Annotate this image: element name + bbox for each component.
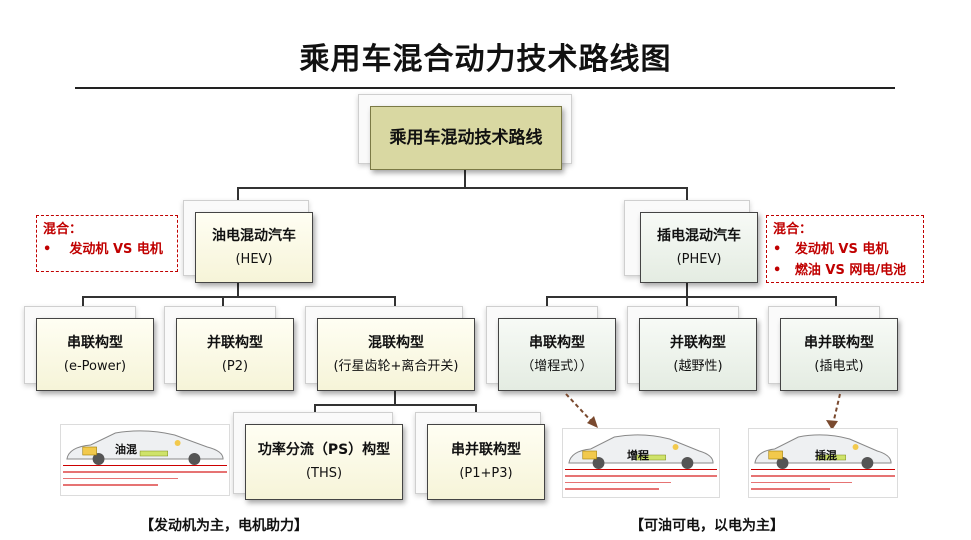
- ps-sub: (THS): [305, 466, 343, 481]
- phev-series-sub: （增程式））: [521, 358, 593, 374]
- connector-mixed-down: [394, 391, 396, 405]
- ps-name: 功率分流（PS）构型: [257, 442, 391, 458]
- card-plugin-hybrid-label: 插混: [815, 449, 837, 462]
- connector-root-down: [464, 170, 466, 188]
- phev-name: 插电混动汽车: [657, 227, 741, 244]
- page-title: 乘用车混合动力技术路线图: [299, 42, 672, 77]
- connector-phev-down: [686, 283, 688, 297]
- car-icon: [66, 430, 224, 465]
- phev-series-arrowhead: [587, 416, 598, 428]
- hev-name: 油电混动汽车: [212, 227, 296, 244]
- ps-node: 功率分流（PS）构型 (THS): [245, 424, 403, 500]
- card-plugin-hybrid-notes: [751, 469, 895, 500]
- phev-code: (PHEV): [676, 251, 722, 267]
- connector-hev-bar: [82, 296, 395, 298]
- card-range-extender-label: 增程: [627, 449, 649, 462]
- hev-mixed-sub: (行星齿轮+离合开关): [333, 358, 459, 374]
- bottom-right-caption: 【可油可电，以电为主】: [630, 518, 784, 534]
- p1p3-node: 串并联构型 (P1+P3): [427, 424, 545, 500]
- card-oil-hybrid: 油混: [60, 424, 230, 496]
- phev-sp-sub: (插电式): [814, 358, 864, 374]
- card-range-extender-notes: [565, 469, 717, 500]
- phev-sp-arrow: [832, 393, 841, 425]
- hev-code: (HEV): [235, 251, 273, 267]
- hev-mixed-node: 混联构型 (行星齿轮+离合开关): [317, 318, 475, 391]
- car-icon: [568, 434, 714, 469]
- p1p3-name: 串并联构型: [451, 442, 521, 458]
- left-mix-box: 混合： • 发动机 VS 电机: [36, 215, 178, 272]
- right-mix-item: • 燃油 VS 网电/电池: [773, 263, 907, 278]
- right-mix-heading: 混合：: [773, 222, 813, 237]
- connector-phev-bar: [546, 296, 836, 298]
- connector-hev-down: [237, 283, 239, 297]
- phev-parallel-node: 并联构型 (越野性): [639, 318, 757, 391]
- phev-series-name: 串联构型: [529, 334, 585, 351]
- hev-series-node: 串联构型 (e-Power): [36, 318, 154, 391]
- phev-node: 插电混动汽车 (PHEV): [640, 212, 758, 283]
- car-icon: [754, 434, 892, 469]
- left-mix-item: • 发动机 VS 电机: [43, 242, 163, 257]
- bottom-left-caption: 【发动机为主，电机助力】: [140, 518, 308, 534]
- hev-node: 油电混动汽车 (HEV): [195, 212, 313, 283]
- card-oil-hybrid-label: 油混: [115, 443, 137, 456]
- hev-parallel-node: 并联构型 (P2): [176, 318, 294, 391]
- phev-parallel-sub: (越野性): [673, 358, 723, 374]
- card-range-extender: 增程: [562, 428, 720, 498]
- phev-series-node: 串联构型 （增程式））: [498, 318, 616, 391]
- phev-series-arrow: [565, 393, 595, 425]
- hev-parallel-name: 并联构型: [207, 334, 263, 351]
- connector-mixed-bar: [314, 404, 476, 406]
- hev-parallel-sub: (P2): [221, 358, 249, 374]
- right-mix-item: • 发动机 VS 电机: [773, 242, 889, 257]
- hev-series-name: 串联构型: [67, 334, 123, 351]
- title-divider: [75, 87, 895, 89]
- card-oil-hybrid-notes: [63, 465, 227, 496]
- left-mix-heading: 混合：: [43, 222, 83, 237]
- right-mix-box: 混合： • 发动机 VS 电机 • 燃油 VS 网电/电池: [766, 215, 924, 283]
- root-label: 乘用车混动技术路线: [389, 128, 543, 148]
- card-plugin-hybrid: 插混: [748, 428, 898, 498]
- hev-series-sub: (e-Power): [63, 358, 127, 374]
- phev-sp-name: 串并联构型: [804, 334, 874, 351]
- root-node: 乘用车混动技术路线: [370, 106, 562, 170]
- connector-top-bar: [237, 187, 687, 189]
- phev-sp-arrowhead: [826, 420, 838, 430]
- phev-sp-node: 串并联构型 (插电式): [780, 318, 898, 391]
- p1p3-sub: (P1+P3): [459, 466, 513, 481]
- hev-mixed-name: 混联构型: [368, 334, 424, 351]
- phev-parallel-name: 并联构型: [670, 334, 726, 351]
